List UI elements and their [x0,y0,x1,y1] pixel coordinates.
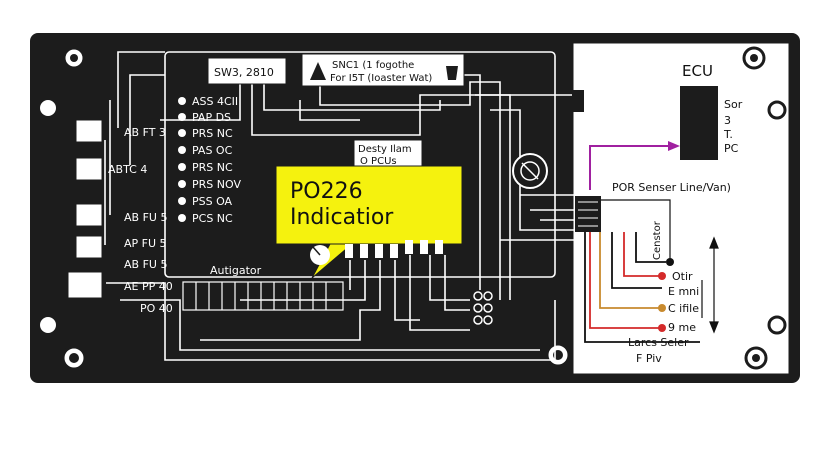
left-label: AE PP 40 [124,280,173,293]
sensor-line-label: POR Senser Line/Van) [612,181,731,194]
circuit-traces [104,51,680,361]
signal-label: PCS NC [192,212,233,225]
ecu-line: Sor [724,98,743,111]
connector-label: Censtor [652,220,663,260]
bottom-right-label: Larcs Seler [628,336,689,349]
indicator-callout: PO226 Indicatior [275,165,463,279]
ecu-line: 3 [724,114,731,127]
actuator-terminal-block [182,281,344,311]
right-label: E mni [668,285,699,298]
range-arrows [701,236,719,334]
switch-label: SW3, 2810 [214,66,274,79]
top-note-box: SNC1 (1 fogothe For I5T (Ioaster Wat) [301,53,465,87]
switch-box: SW3, 2810 [207,57,287,85]
header-pins [345,240,443,258]
callout-text: Indicatior [290,205,394,230]
ecu-line: T. [723,128,733,141]
left-labels: AB FT 3 ABTC 4 AB FU 5 AP FU 5 AB FU 5 A… [108,126,173,315]
loop-connectors [473,291,493,325]
note-line-2: For I5T (Ioaster Wat) [330,73,432,84]
sensor-connector [575,196,671,262]
callout-code: PO226 [290,179,363,204]
left-connectors [67,119,103,299]
signal-label: PRS NOV [192,178,241,191]
display-box: Desty Ilam O PCUs [353,139,423,169]
signal-label: ASS 4CII [192,95,238,108]
right-label: C ifile [668,302,699,315]
display-line-1: Desty Ilam [358,144,412,155]
ecu-panel [570,40,792,377]
sensor-wires [584,232,700,343]
right-label: Otir [672,270,693,283]
plug-icon [446,66,458,80]
actuator-label: Autigator [210,264,262,277]
left-label: PO 40 [140,302,173,315]
signal-list: ASS 4CII PAP DS PRS NC PAS OC PRS NC PRS… [178,95,241,225]
wire-terminals [658,258,674,332]
note-line-1: SNC1 (1 fogothe [332,60,414,71]
left-label: AB FT 3 [124,126,166,139]
purple-wire [589,145,676,190]
signal-label: PAP DS [192,111,231,124]
left-label: ABTC 4 [108,163,147,176]
gauge-icon [310,245,330,265]
right-label: 9 me [668,321,696,334]
signal-label: PSS OA [192,195,233,208]
left-label: AB FU 5 [124,211,167,224]
arrow-right-icon [668,141,680,151]
left-label: AP FU 5 [124,237,167,250]
ecu-line: PC [724,142,739,155]
ecu-title: ECU [682,62,713,80]
bottom-right-label: F Piv [636,352,662,365]
right-labels: Otir E mni C ifile 9 me [668,270,699,334]
ecu-module: ECU Sor 3 T. PC [572,62,743,190]
dial-knob-icon [512,153,548,189]
mounting-screws [40,46,787,371]
arrow-up-icon [310,62,326,80]
signal-label: PRS NC [192,127,233,140]
left-label: AB FU 5 [124,258,167,271]
display-line-2: O PCUs [360,156,397,167]
signal-label: PAS OC [192,144,233,157]
signal-label: PRS NC [192,161,233,174]
